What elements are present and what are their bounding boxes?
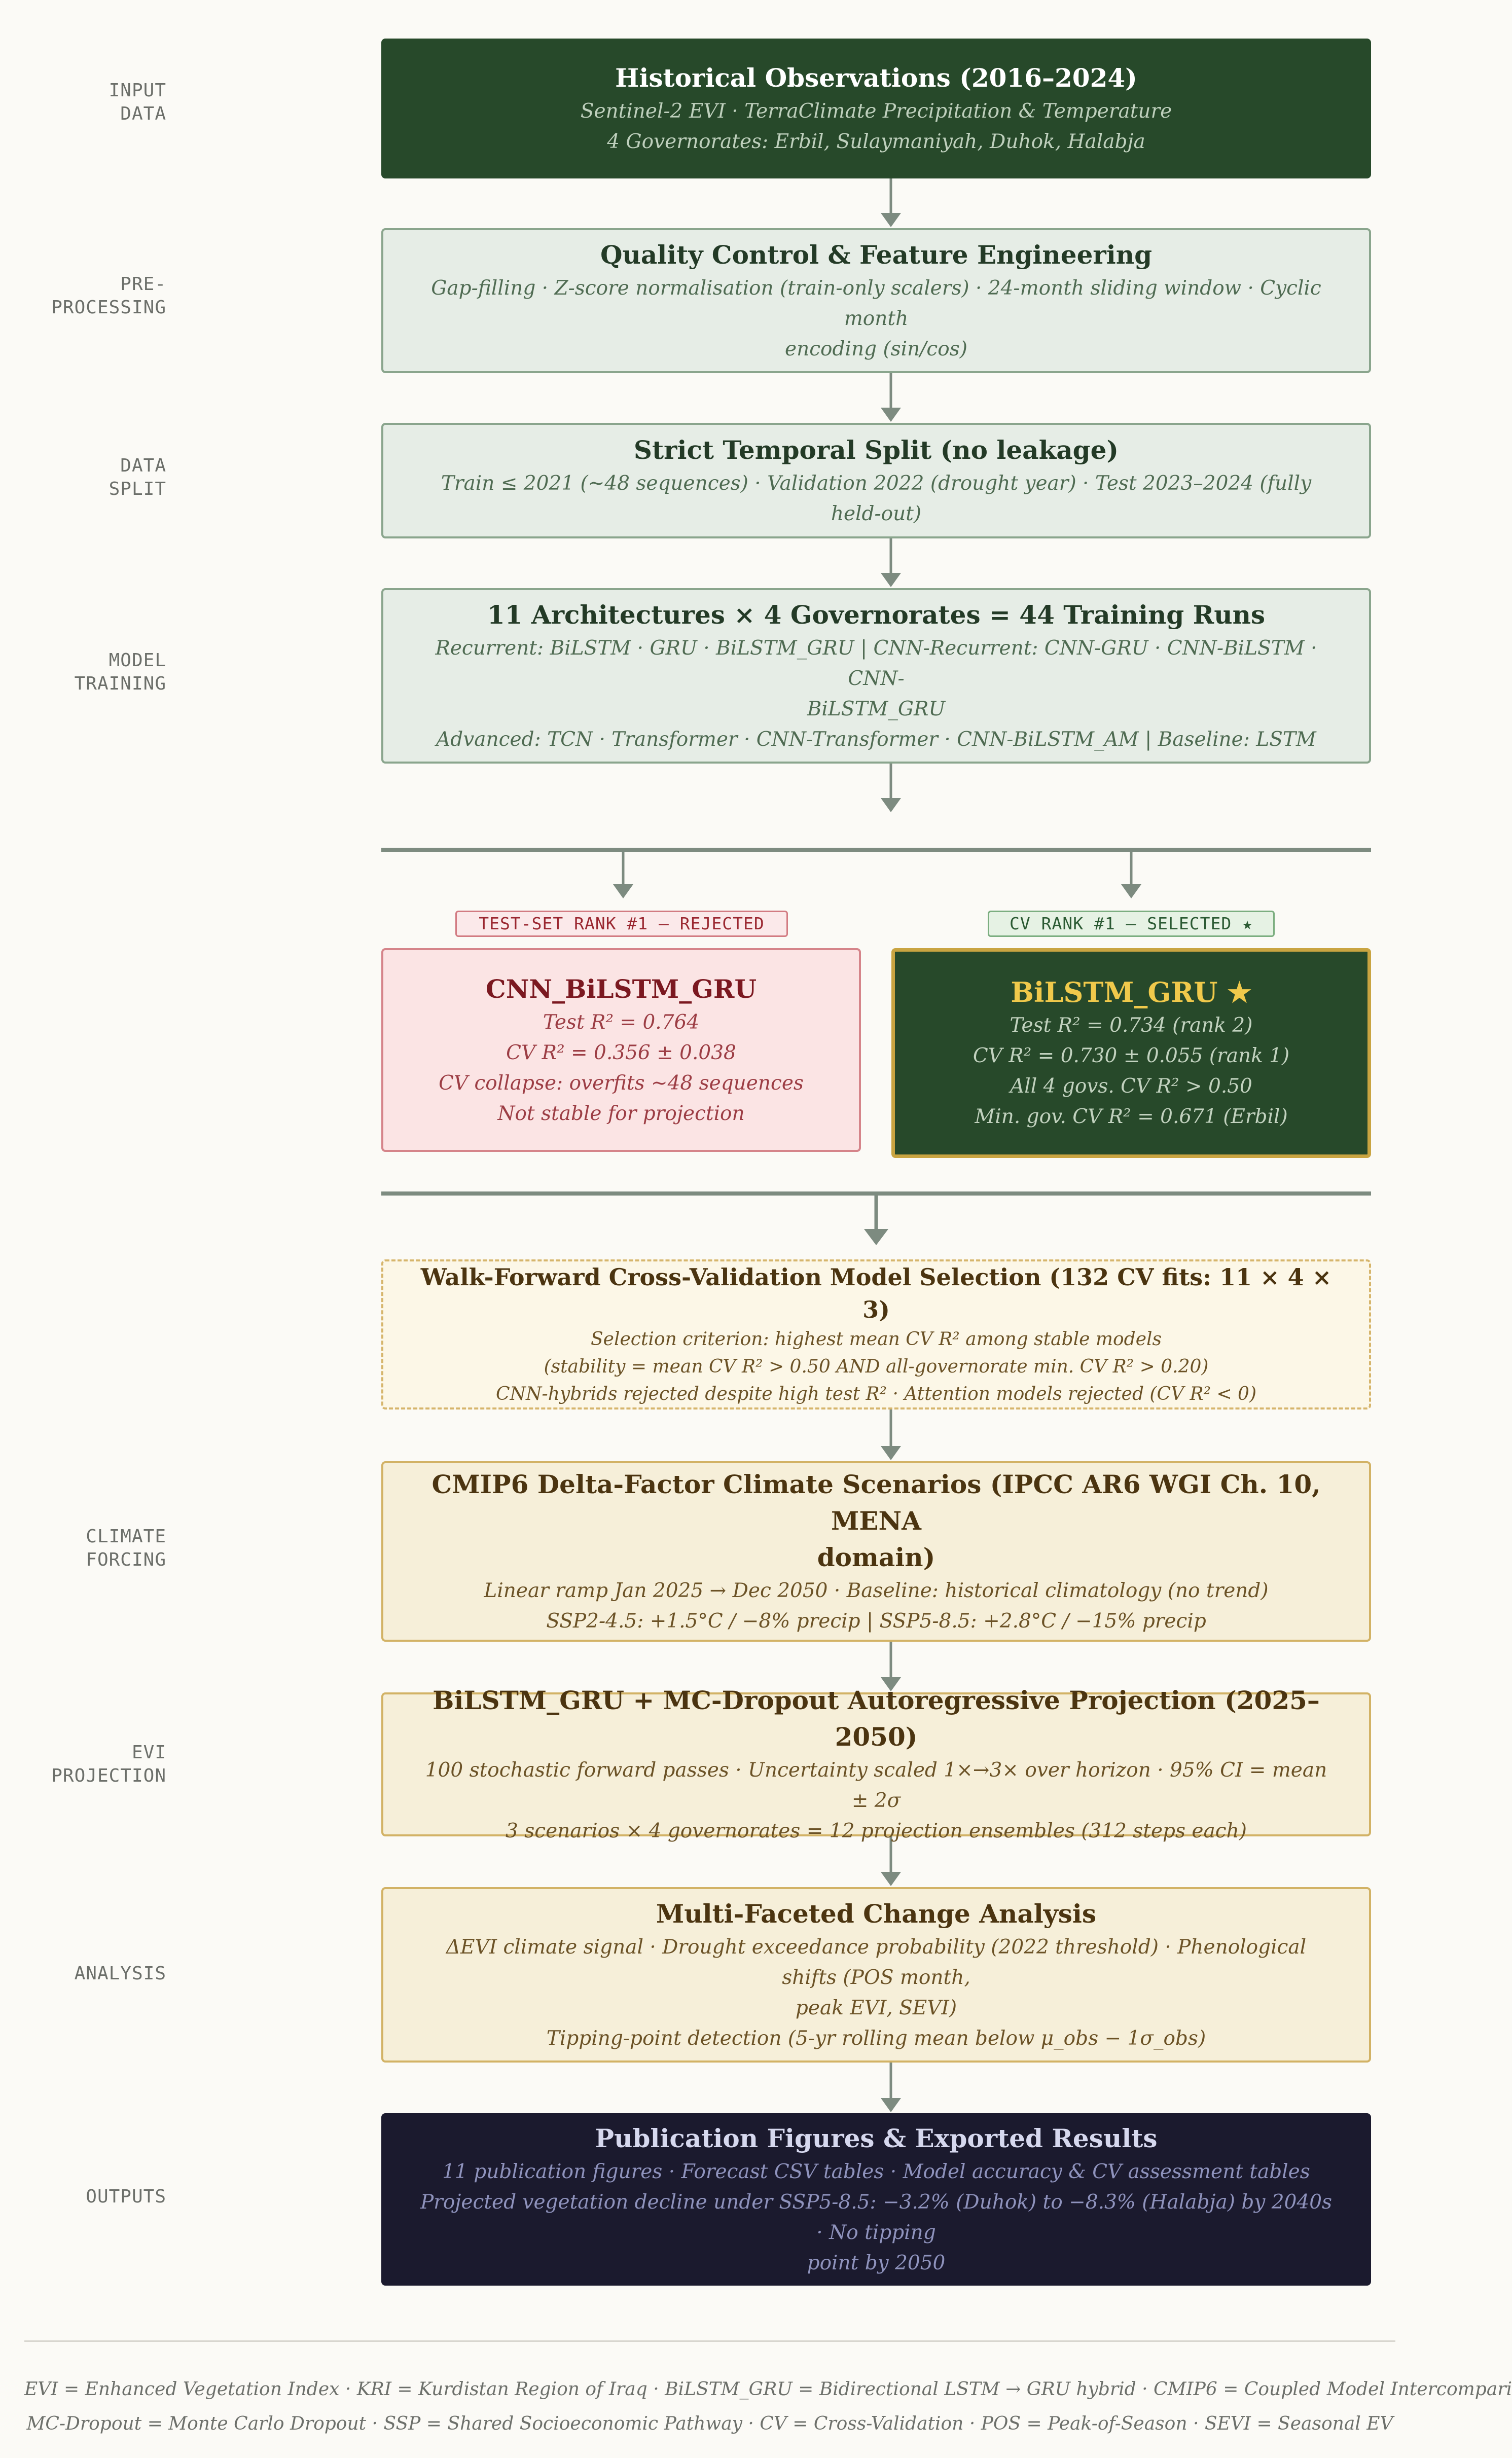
selected-line-2: CV R² = 0.730 ± 0.055 (rank 1)	[973, 1044, 1290, 1067]
cmip-line-1: Linear ramp Jan 2025 → Dec 2050 · Baseli…	[484, 1579, 1269, 1602]
stage-label-projection: EVI PROJECTION	[51, 1742, 166, 1786]
cmip-title-1: CMIP6 Delta-Factor Climate Scenarios (IP…	[431, 1469, 1321, 1536]
connectors	[381, 178, 1371, 2112]
arrow-walkforward-to-cmip	[881, 1409, 901, 1460]
walk-forward-cv-box: Walk-Forward Cross-Validation Model Sele…	[381, 1259, 1371, 1409]
projection-title: BiLSTM_GRU + MC-Dropout Autoregressive P…	[433, 1685, 1320, 1752]
historical-title: Historical Observations (2016–2024)	[615, 63, 1137, 93]
outputs-line-1: 11 publication figures · Forecast CSV ta…	[442, 2160, 1310, 2183]
selected-line-3: All 4 govs. CV R² > 0.50	[1010, 1075, 1252, 1098]
training-line-3: Advanced: TCN · Transformer · CNN-Transf…	[436, 728, 1316, 751]
selected-tag: CV RANK #1 — SELECTED ★	[988, 911, 1275, 937]
outputs-line-2: Projected vegetation decline under SSP5-…	[420, 2191, 1333, 2244]
arrow-qc-to-split	[881, 373, 901, 422]
rejected-tag: TEST-SET RANK #1 — REJECTED	[455, 911, 788, 937]
legend-divider	[24, 2340, 1395, 2342]
historical-line-1: Sentinel-2 EVI · TerraClimate Precipitat…	[580, 100, 1172, 123]
legend-line-2: MC-Dropout = Monte Carlo Dropout · SSP =…	[26, 2413, 1393, 2434]
rejected-line-3: CV collapse: overfits ~48 sequences	[439, 1072, 804, 1095]
qc-line-1: Gap-filling · Z-score normalisation (tra…	[431, 277, 1321, 330]
arrow-analysis-to-outputs	[881, 2063, 901, 2112]
rejected-line-2: CV R² = 0.356 ± 0.038	[506, 1041, 736, 1064]
stage-label-input: INPUT DATA	[109, 80, 166, 124]
change-analysis-box: Multi-Faceted Change Analysis ΔEVI clima…	[381, 1887, 1371, 2063]
arrow-branch-to-selected	[1121, 852, 1141, 898]
stage-label-outputs: OUTPUTS	[86, 2186, 166, 2207]
cmip6-scenarios-box: CMIP6 Delta-Factor Climate Scenarios (IP…	[381, 1461, 1371, 1642]
stage-label-analysis: ANALYSIS	[74, 1963, 166, 1984]
walkforward-line-3: CNN-hybrids rejected despite high test R…	[496, 1384, 1256, 1404]
projection-line-1: 100 stochastic forward passes · Uncertai…	[425, 1759, 1327, 1812]
stage-label-split: DATA SPLIT	[109, 455, 166, 499]
split-title: Strict Temporal Split (no leakage)	[633, 435, 1119, 465]
pipeline-diagram: INPUT DATA PRE- PROCESSING DATA SPLIT MO…	[24, 0, 1512, 2458]
training-line-1: Recurrent: BiLSTM · GRU · BiLSTM_GRU | C…	[435, 637, 1317, 690]
branch-bar	[381, 848, 1371, 852]
walkforward-line-2: (stability = mean CV R² > 0.50 AND all-g…	[544, 1356, 1209, 1377]
walkforward-title: Walk-Forward Cross-Validation Model Sele…	[420, 1263, 1332, 1323]
analysis-title: Multi-Faceted Change Analysis	[656, 1899, 1097, 1929]
arrow-branch-to-rejected	[613, 852, 633, 898]
rejected-title: CNN_BiLSTM_GRU	[485, 974, 757, 1004]
qc-line-2: encoding (sin/cos)	[785, 338, 967, 360]
projection-line-2: 3 scenarios × 4 governorates = 12 projec…	[506, 1820, 1247, 1842]
arrow-input-to-qc	[881, 178, 901, 227]
training-line-2: BiLSTM_GRU	[807, 698, 946, 720]
arrow-training-to-branch	[881, 764, 901, 812]
split-line-1: Train ≤ 2021 (~48 sequences) · Validatio…	[441, 472, 1312, 525]
temporal-split-box: Strict Temporal Split (no leakage) Train…	[381, 423, 1371, 538]
outputs-title: Publication Figures & Exported Results	[595, 2123, 1158, 2153]
selected-title: BiLSTM_GRU ★	[1011, 976, 1252, 1008]
model-training-box: 11 Architectures × 4 Governorates = 44 T…	[381, 588, 1371, 764]
analysis-line-2: peak EVI, SEVI)	[795, 1997, 957, 2019]
rejected-line-1: Test R² = 0.764	[543, 1011, 700, 1034]
rejected-line-4: Not stable for projection	[497, 1102, 745, 1125]
walkforward-line-1: Selection criterion: highest mean CV R² …	[591, 1329, 1162, 1350]
qc-title: Quality Control & Feature Engineering	[600, 240, 1153, 270]
merge-bar	[381, 1191, 1371, 1196]
selected-line-4: Min. gov. CV R² = 0.671 (Erbil)	[975, 1105, 1288, 1128]
training-title: 11 Architectures × 4 Governorates = 44 T…	[487, 600, 1266, 630]
stage-label-climate: CLIMATE FORCING	[86, 1526, 166, 1570]
legend-line-1: EVI = Enhanced Vegetation Index · KRI = …	[24, 2379, 1512, 2400]
historical-line-2: 4 Governorates: Erbil, Sulaymaniyah, Duh…	[607, 130, 1145, 153]
arrow-merge-to-walkforward	[864, 1196, 888, 1245]
outputs-line-3: point by 2050	[807, 2252, 946, 2274]
quality-control-box: Quality Control & Feature Engineering Ga…	[381, 228, 1371, 373]
cmip-line-2: SSP2-4.5: +1.5°C / −8% precip | SSP5-8.5…	[546, 1610, 1206, 1633]
stage-label-preprocessing: PRE- PROCESSING	[51, 274, 166, 318]
analysis-line-3: Tipping-point detection (5-yr rolling me…	[546, 2027, 1206, 2050]
stage-label-training: MODEL TRAINING	[74, 650, 166, 694]
rejected-model-box: CNN_BiLSTM_GRU Test R² = 0.764 CV R² = 0…	[381, 948, 861, 1152]
cmip-title-2: domain)	[817, 1542, 935, 1572]
selected-model-box: BiLSTM_GRU ★ Test R² = 0.734 (rank 2) CV…	[891, 948, 1371, 1158]
arrow-cmip-to-projection	[881, 1642, 901, 1691]
projection-box: BiLSTM_GRU + MC-Dropout Autoregressive P…	[381, 1685, 1371, 1842]
arrow-projection-to-analysis	[881, 1836, 901, 1886]
selected-line-1: Test R² = 0.734 (rank 2)	[1010, 1014, 1253, 1037]
analysis-line-1: ΔEVI climate signal · Drought exceedance…	[446, 1936, 1307, 1989]
outputs-box: Publication Figures & Exported Results 1…	[381, 2113, 1371, 2286]
arrow-split-to-training	[881, 538, 901, 587]
historical-observations-box: Historical Observations (2016–2024) Sent…	[381, 39, 1371, 178]
